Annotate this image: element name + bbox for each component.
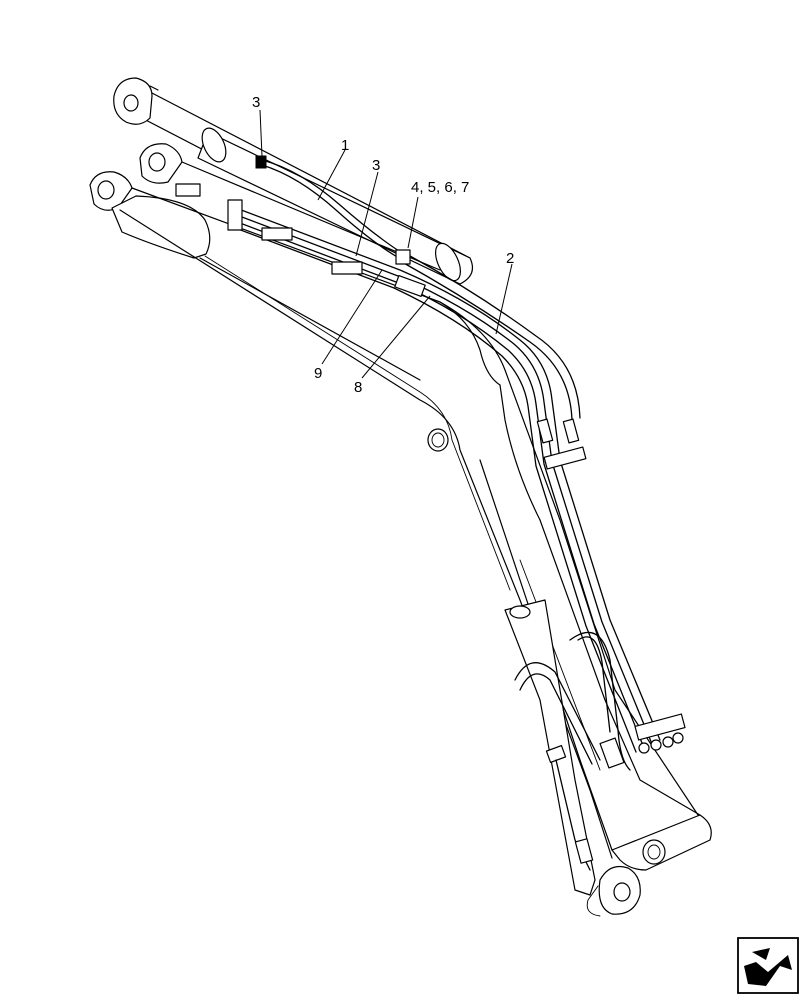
callout-9: 9 [314, 365, 322, 382]
callout-1: 1 [341, 137, 349, 154]
boom-body [89, 143, 712, 917]
boom-cylinder [113, 77, 473, 285]
callout-leaders [259, 109, 513, 379]
callout-2: 2 [506, 250, 514, 267]
callout-labels: 3 1 3 4, 5, 6, 7 2 9 8 [252, 94, 514, 396]
callout-8: 8 [354, 379, 362, 396]
hydraulic-hose-bundle [175, 155, 686, 871]
next-page-arrow-icon[interactable] [737, 937, 799, 994]
callout-3-mid: 3 [372, 157, 380, 174]
callout-3-top: 3 [252, 94, 260, 111]
callout-4-5-6-7: 4, 5, 6, 7 [411, 179, 469, 196]
